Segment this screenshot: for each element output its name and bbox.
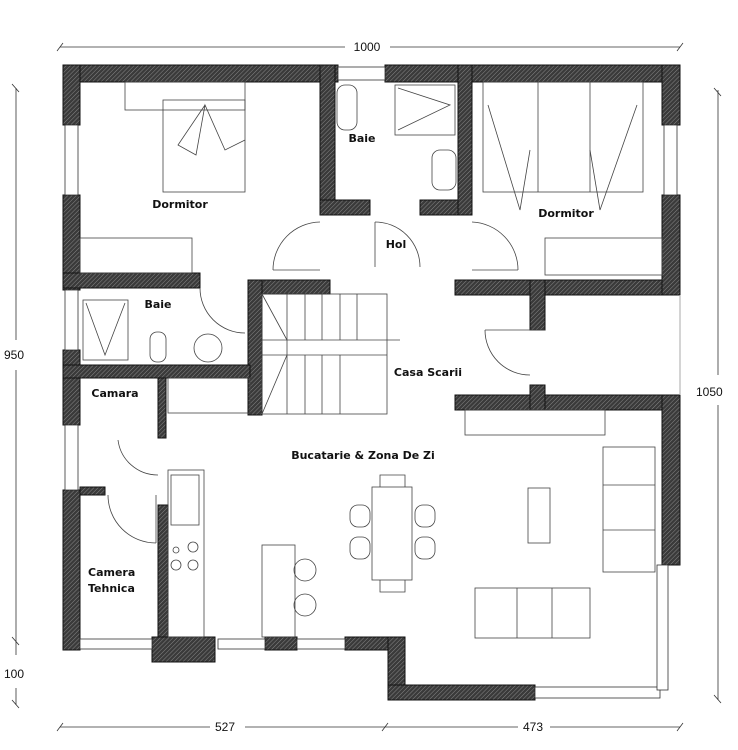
- room-label-baie-left: Baie: [144, 298, 171, 311]
- room-label-dormitor-right: Dormitor: [538, 207, 594, 220]
- room-label-casa-scarii: Casa Scarii: [394, 366, 462, 379]
- room-label-bucatarie: Bucatarie & Zona De Zi: [291, 449, 435, 462]
- dimension-bottom-left: 527: [215, 720, 235, 734]
- room-label-camera-tehnica-2: Tehnica: [88, 582, 135, 595]
- doors: [107, 221, 545, 544]
- dimension-left: 950: [4, 348, 24, 362]
- furniture: [79, 81, 663, 639]
- room-label-dormitor-left: Dormitor: [152, 198, 208, 211]
- windows: [64, 66, 681, 699]
- room-label-camera-tehnica-1: Camera: [88, 566, 135, 579]
- walls: [62, 64, 681, 701]
- dimension-lines: [11, 42, 722, 732]
- dimension-left-bottom: 100: [4, 667, 24, 681]
- dimension-top: 1000: [354, 40, 381, 54]
- dimension-bottom-right: 473: [523, 720, 543, 734]
- dimension-right: 1050: [696, 385, 723, 399]
- room-label-baie-top: Baie: [348, 132, 375, 145]
- room-label-hol: Hol: [386, 238, 407, 251]
- room-label-camara: Camara: [91, 387, 138, 400]
